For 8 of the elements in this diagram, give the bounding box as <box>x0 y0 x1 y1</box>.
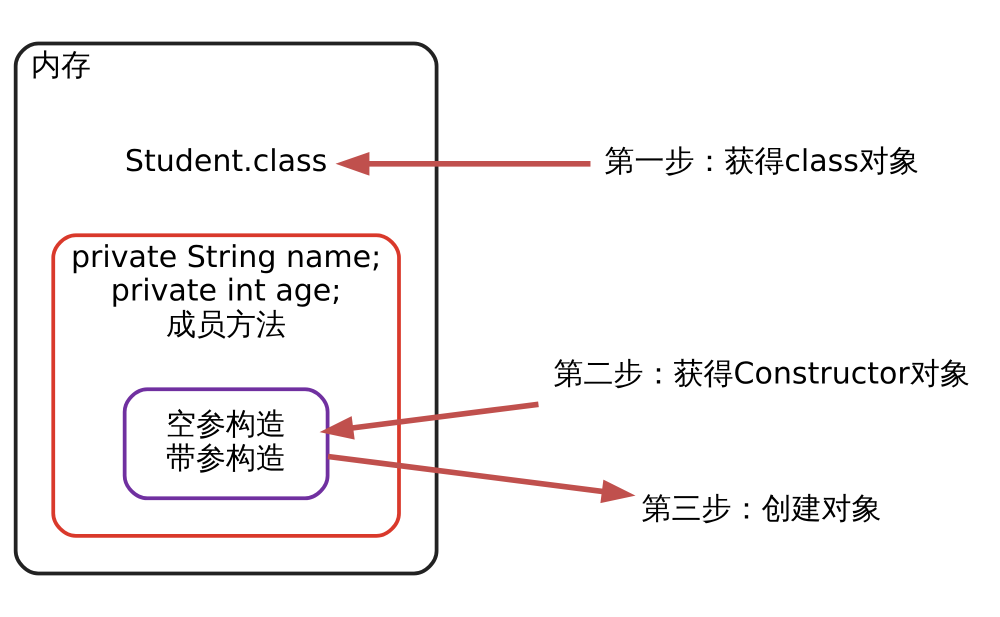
node-text: Student.class <box>124 144 328 179</box>
arrow <box>336 152 590 176</box>
arrow <box>328 454 636 504</box>
node-text: 第三步：创建对象 <box>642 492 882 527</box>
arrow <box>320 402 539 440</box>
node-text: 第二步：获得Constructor对象 <box>554 356 970 392</box>
node-box: 空参构造 带参构造 <box>122 387 330 500</box>
node-text: 第一步：获得class对象 <box>604 144 919 179</box>
